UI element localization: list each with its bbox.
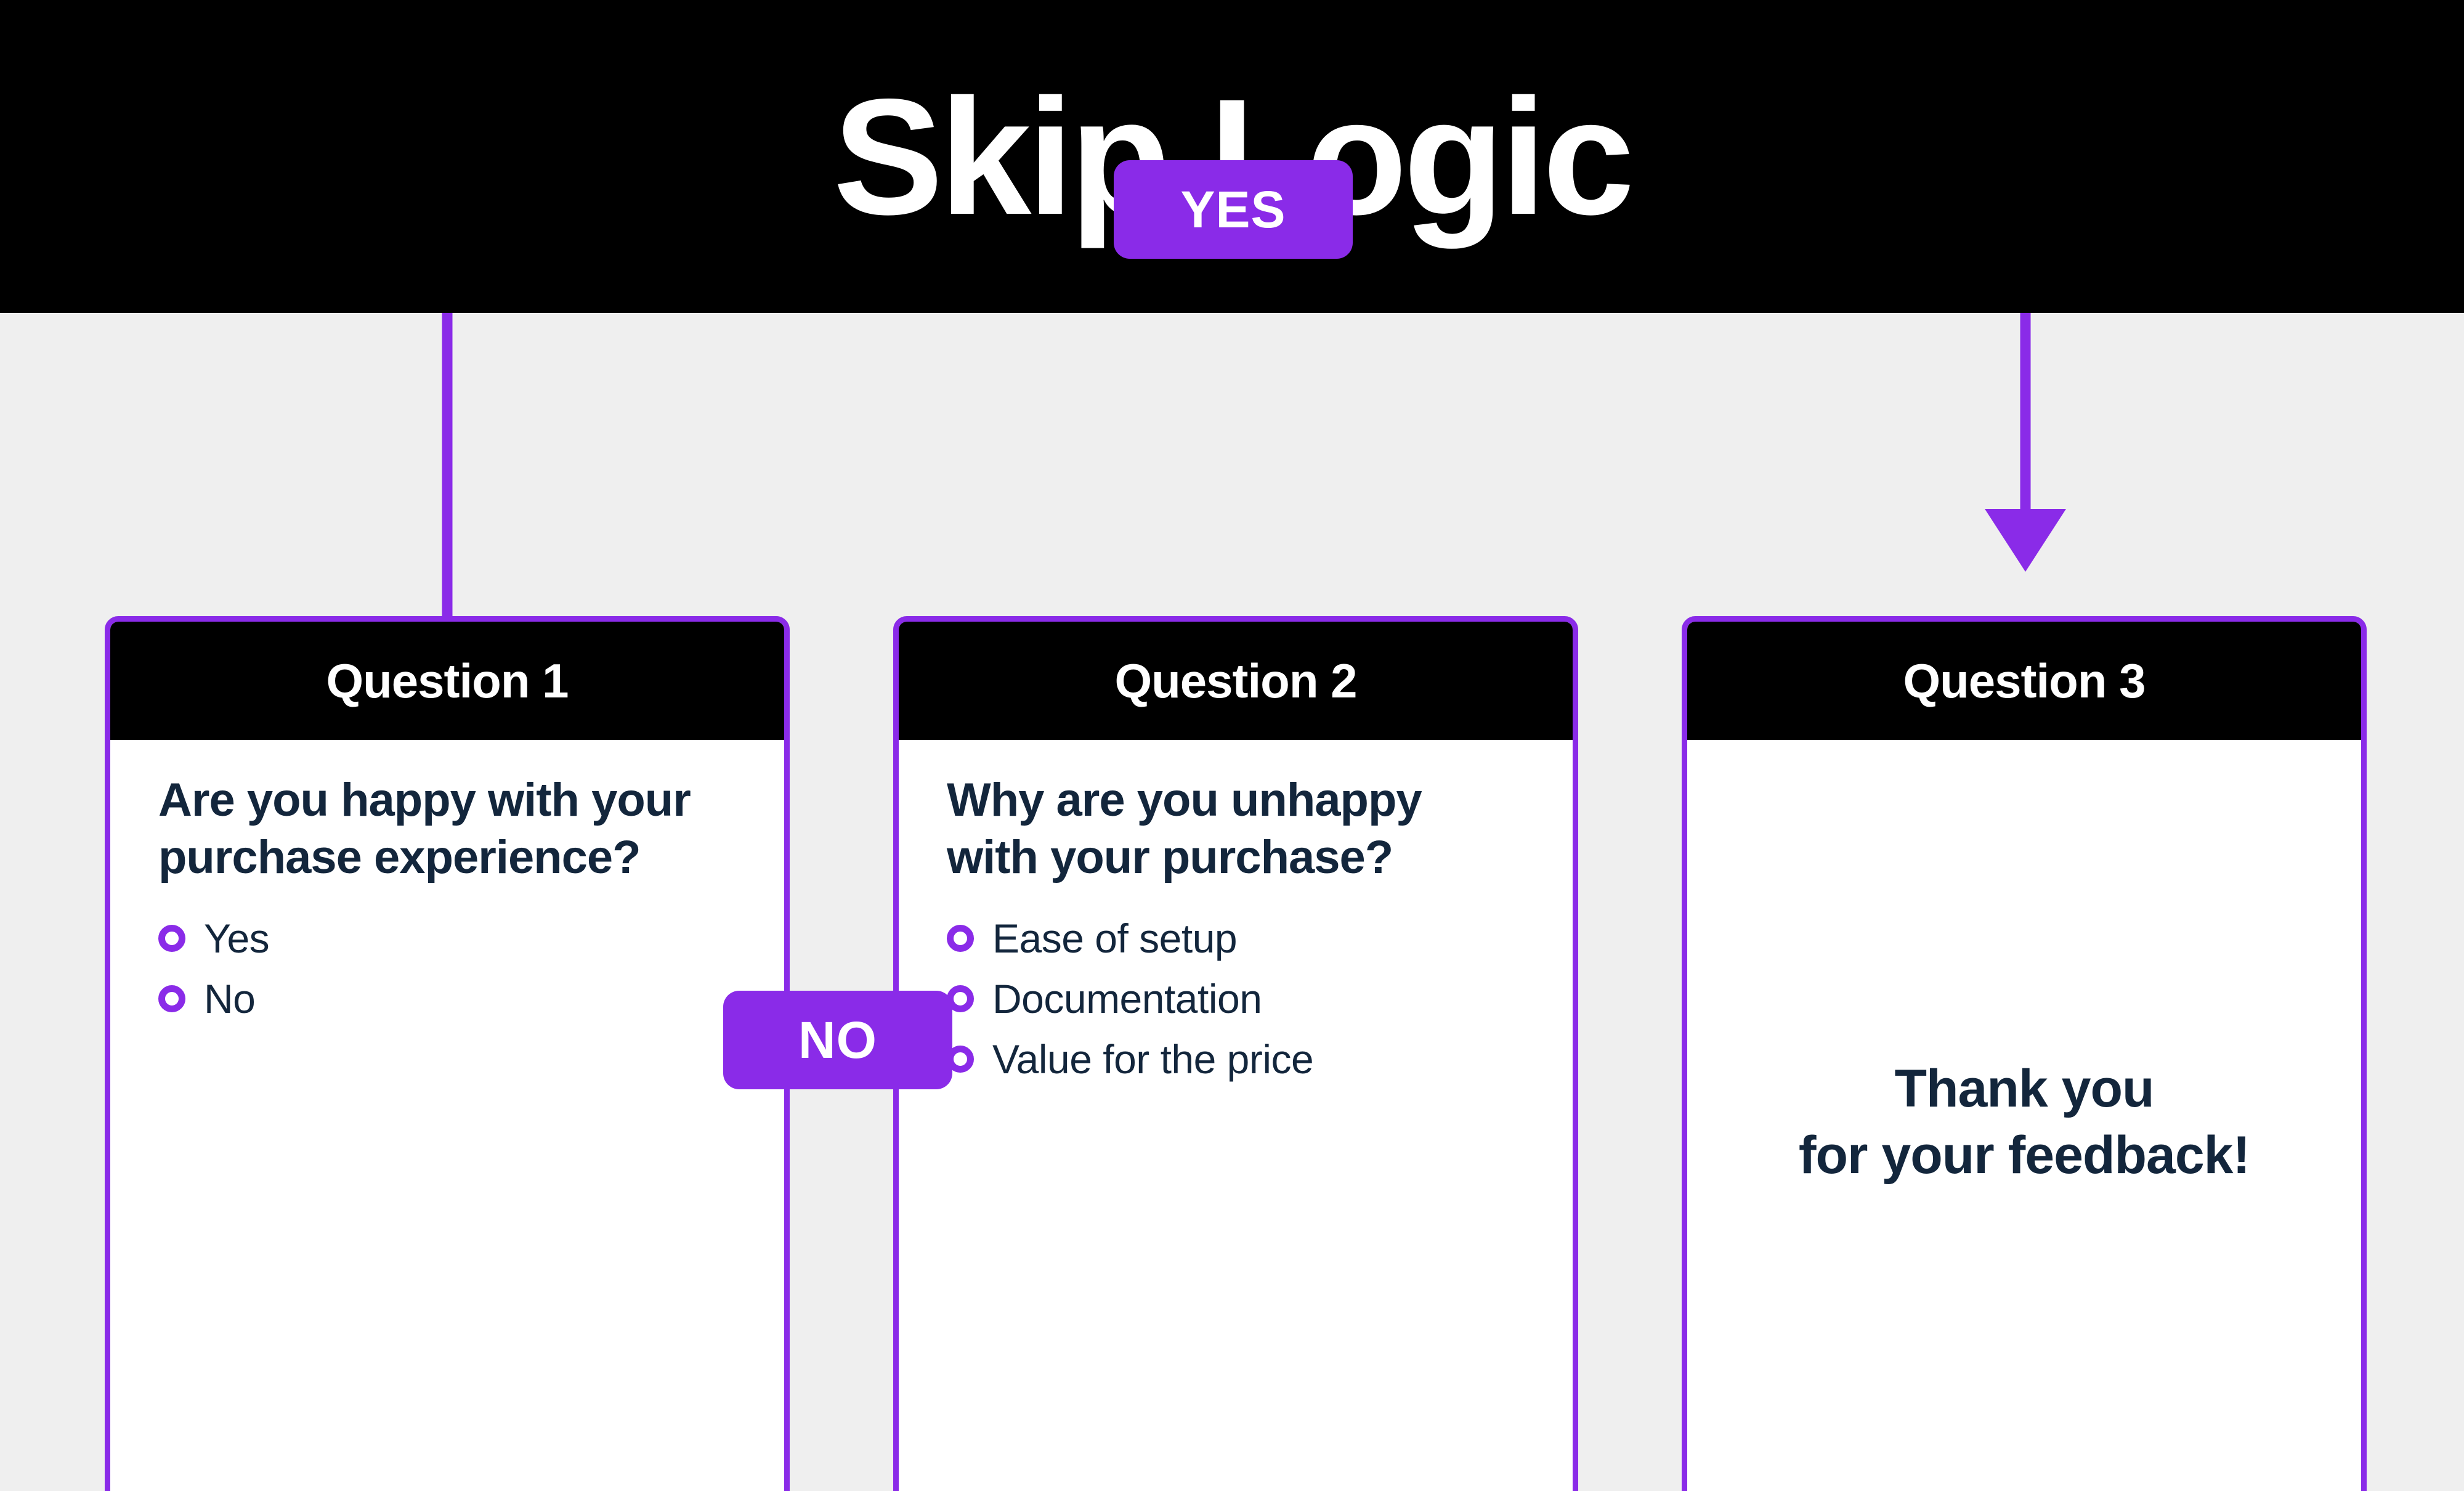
page-title-band: Skip Logic <box>0 0 2464 313</box>
diagram-canvas: Question 1 Are you happy with your purch… <box>0 160 2464 1491</box>
question-2-card[interactable]: Question 2 Why are you unhappy with your… <box>893 616 1578 1491</box>
yes-arrowhead-icon <box>1985 509 2066 572</box>
branch-badge-no-label: NO <box>798 1010 877 1069</box>
radio-button-icon[interactable] <box>158 985 185 1013</box>
question-2-header-label: Question 2 <box>1114 653 1357 708</box>
thank-you-line-1: Thank you <box>1894 1058 2154 1118</box>
branch-badge-yes-label: YES <box>1180 180 1286 238</box>
question-1-options: Yes No <box>158 918 736 1019</box>
thank-you-line-2: for your feedback! <box>1798 1126 2250 1185</box>
option-ease-of-setup[interactable]: Ease of setup <box>947 918 1525 959</box>
question-3-card[interactable]: Question 3 Thank you for your feedback! <box>1682 616 2367 1491</box>
option-documentation-label: Documentation <box>992 976 1262 1022</box>
question-2-body: Why are you unhappy with your purchase? … <box>899 740 1573 1079</box>
question-1-header: Question 1 <box>110 622 784 740</box>
question-3-body: Thank you for your feedback! <box>1687 740 2361 1491</box>
option-no-label: No <box>204 976 256 1022</box>
option-documentation[interactable]: Documentation <box>947 978 1525 1019</box>
option-yes[interactable]: Yes <box>158 918 736 959</box>
branch-badge-yes[interactable]: YES <box>1114 160 1353 259</box>
question-3-header: Question 3 <box>1687 622 2361 740</box>
branch-badge-no[interactable]: NO <box>723 991 952 1089</box>
option-value-for-the-price-label: Value for the price <box>992 1036 1314 1083</box>
option-no[interactable]: No <box>158 978 736 1019</box>
question-1-header-label: Question 1 <box>326 653 569 708</box>
option-ease-of-setup-label: Ease of setup <box>992 916 1238 962</box>
question-3-header-label: Question 3 <box>1903 653 2146 708</box>
connector-wires <box>442 313 2066 616</box>
radio-button-icon[interactable] <box>158 925 185 953</box>
radio-button-icon[interactable] <box>947 925 974 953</box>
yes-connector-line <box>442 313 2031 616</box>
question-1-card[interactable]: Question 1 Are you happy with your purch… <box>105 616 790 1491</box>
option-value-for-the-price[interactable]: Value for the price <box>947 1039 1525 1079</box>
option-yes-label: Yes <box>204 916 270 962</box>
question-1-text: Are you happy with your purchase experie… <box>158 774 691 884</box>
question-2-header: Question 2 <box>899 622 1573 740</box>
question-1-body: Are you happy with your purchase experie… <box>110 740 784 1019</box>
question-2-text: Why are you unhappy with your purchase? <box>947 774 1422 884</box>
question-2-options: Ease of setup Documentation Value for th… <box>947 918 1525 1079</box>
